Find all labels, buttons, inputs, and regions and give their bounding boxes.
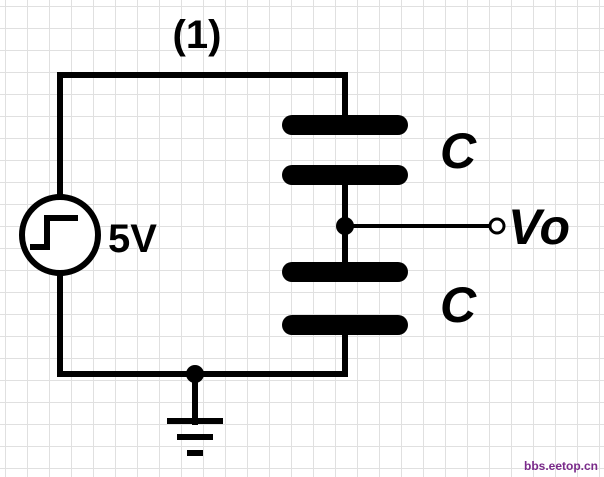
output-label: Vo <box>508 199 570 255</box>
capacitor-top <box>282 115 408 185</box>
ground-icon <box>167 418 223 456</box>
source-circle <box>19 194 101 276</box>
step-icon <box>30 215 78 250</box>
capacitor-bottom-label: C <box>440 277 477 333</box>
source-label: 5V <box>108 217 157 261</box>
capacitor-bottom <box>282 262 408 335</box>
capacitor-top-label: C <box>440 123 477 179</box>
voltage-source <box>19 194 101 276</box>
junction-dot-ground <box>186 365 204 383</box>
junction-dot-output <box>336 217 354 235</box>
output-terminal <box>488 217 506 235</box>
diagram-title: (1) <box>173 13 222 57</box>
watermark: bbs.eetop.cn <box>524 459 598 473</box>
